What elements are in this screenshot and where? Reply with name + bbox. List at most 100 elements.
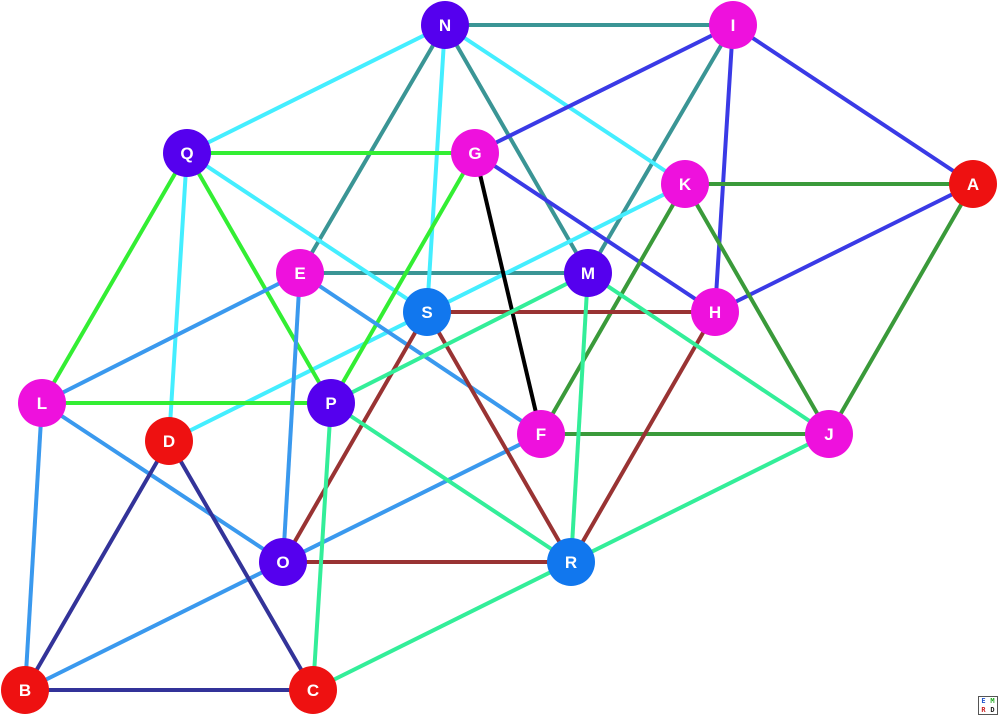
logo-letter: M (990, 697, 995, 705)
node-circle (163, 129, 211, 177)
node-label: A (967, 175, 979, 194)
edge-i-a (731, 23, 975, 186)
node-j[interactable]: J (805, 410, 853, 458)
node-b[interactable]: B (1, 666, 49, 714)
node-g[interactable]: G (451, 129, 499, 177)
edge-d-c (167, 439, 315, 692)
edge-m-p (330, 271, 589, 405)
edge-m-r (569, 272, 590, 563)
edge-l-b (23, 402, 44, 691)
node-circle (709, 1, 757, 49)
edge-g-p (329, 152, 477, 404)
node-circle (805, 410, 853, 458)
logo-letter: R (981, 705, 986, 714)
node-circle (259, 538, 307, 586)
node-e[interactable]: E (276, 249, 324, 297)
edge-g-h (473, 151, 717, 314)
edge-h-a (714, 182, 974, 314)
edge-n-m (443, 24, 590, 274)
node-label: R (565, 553, 577, 572)
node-label: L (37, 394, 47, 413)
edge-s-o (281, 311, 429, 563)
node-o[interactable]: O (259, 538, 307, 586)
node-label: Q (180, 144, 193, 163)
edge-m-j (586, 271, 831, 436)
edge-q-p (185, 152, 333, 404)
edge-i-h (713, 24, 735, 313)
node-label: S (421, 303, 432, 322)
node-label: N (439, 16, 451, 35)
node-circle (421, 1, 469, 49)
edge-e-o (281, 272, 302, 563)
edge-n-q (186, 23, 446, 155)
edge-s-r (425, 311, 573, 563)
node-k[interactable]: K (661, 160, 709, 208)
node-circle (517, 410, 565, 458)
edge-i-m (586, 23, 735, 275)
edge-p-c (311, 402, 333, 691)
logo-letter: E (981, 697, 986, 705)
edge-e-l (41, 271, 301, 405)
node-c[interactable]: C (289, 666, 337, 714)
node-circle (564, 249, 612, 297)
node-h[interactable]: H (691, 288, 739, 336)
node-circle (276, 249, 324, 297)
edge-n-s (425, 24, 447, 313)
edge-k-f (539, 183, 687, 435)
node-label: G (468, 144, 481, 163)
node-label: H (709, 303, 721, 322)
node-label: O (276, 553, 289, 572)
node-circle (403, 288, 451, 336)
edge-q-s (185, 151, 429, 314)
edge-e-f (298, 271, 543, 436)
node-circle (307, 379, 355, 427)
node-circle (1, 666, 49, 714)
node-n[interactable]: N (421, 1, 469, 49)
edge-q-l (40, 151, 189, 405)
edge-h-r (569, 311, 717, 563)
node-label: C (307, 681, 319, 700)
edge-n-k (443, 23, 687, 186)
node-label: E (294, 264, 305, 283)
node-circle (145, 417, 193, 465)
node-r[interactable]: R (547, 538, 595, 586)
node-label: D (163, 432, 175, 451)
emrd-logo: E M R D (978, 696, 998, 715)
node-q[interactable]: Q (163, 129, 211, 177)
node-label: K (679, 175, 692, 194)
edge-i-g (474, 23, 734, 155)
node-a[interactable]: A (949, 160, 997, 208)
node-s[interactable]: S (403, 288, 451, 336)
edge-q-d (167, 152, 189, 442)
edge-a-j (827, 183, 975, 435)
node-circle (661, 160, 709, 208)
node-label: B (19, 681, 31, 700)
node-label: J (824, 425, 833, 444)
node-circle (547, 538, 595, 586)
node-circle (289, 666, 337, 714)
node-p[interactable]: P (307, 379, 355, 427)
edge-d-b (23, 439, 171, 692)
edge-l-o (40, 401, 285, 564)
edge-p-r (329, 401, 573, 564)
logo-letter: D (990, 705, 995, 714)
edges-layer (23, 23, 975, 692)
node-circle (451, 129, 499, 177)
node-f[interactable]: F (517, 410, 565, 458)
node-label: F (536, 425, 546, 444)
edge-g-f (473, 152, 543, 435)
node-circle (691, 288, 739, 336)
node-l[interactable]: L (18, 379, 66, 427)
node-label: I (731, 16, 736, 35)
edge-k-j (683, 183, 831, 435)
node-label: P (325, 394, 336, 413)
node-label: M (581, 264, 595, 283)
node-d[interactable]: D (145, 417, 193, 465)
node-m[interactable]: M (564, 249, 612, 297)
edge-n-e (298, 23, 447, 275)
node-i[interactable]: I (709, 1, 757, 49)
node-circle (18, 379, 66, 427)
node-circle (949, 160, 997, 208)
